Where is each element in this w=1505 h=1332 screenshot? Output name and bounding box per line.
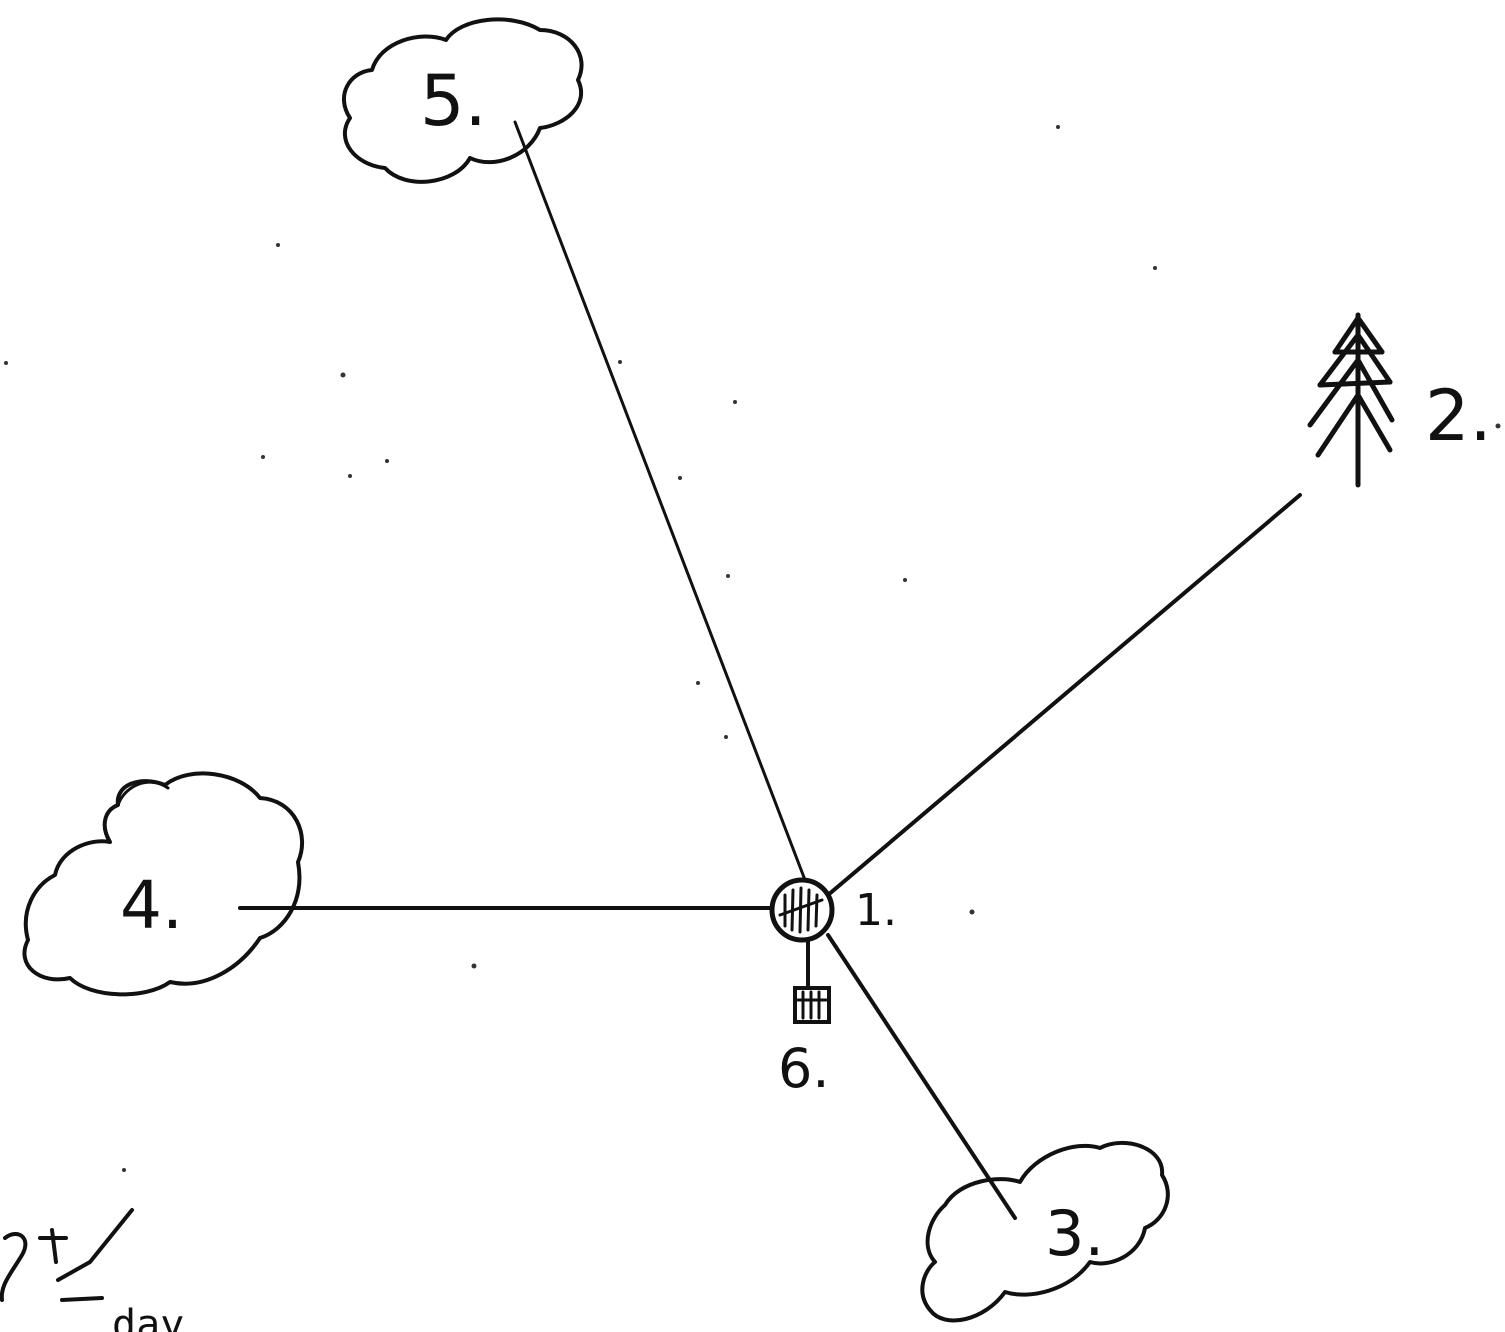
edges <box>240 122 1300 1218</box>
pine-tree-icon <box>1310 315 1392 485</box>
cloud-3-label: 3. <box>1045 1197 1104 1270</box>
tree-node-2: 2. <box>1310 315 1492 485</box>
date-fragment: day <box>2 1210 184 1332</box>
tree-2-label: 2. <box>1425 375 1492 457</box>
cloud-node-5: 5. <box>344 19 582 181</box>
box-node-6: 6. <box>778 988 830 1100</box>
cloud-node-4: 4. <box>24 773 302 994</box>
center-1-label: 1. <box>855 885 897 936</box>
date-day-word: day <box>112 1302 184 1332</box>
box-6-label: 6. <box>778 1037 830 1100</box>
scan-specks <box>4 125 1501 1172</box>
cloud-node-3: 3. <box>922 1143 1167 1321</box>
edge-1-2 <box>828 495 1300 895</box>
edge-1-5 <box>515 122 805 880</box>
center-hatching <box>780 888 822 932</box>
cloud-4-label: 4. <box>120 867 183 944</box>
cloud-5-label: 5. <box>420 60 487 142</box>
date-handwriting <box>2 1210 132 1300</box>
edge-1-3 <box>828 935 1015 1218</box>
